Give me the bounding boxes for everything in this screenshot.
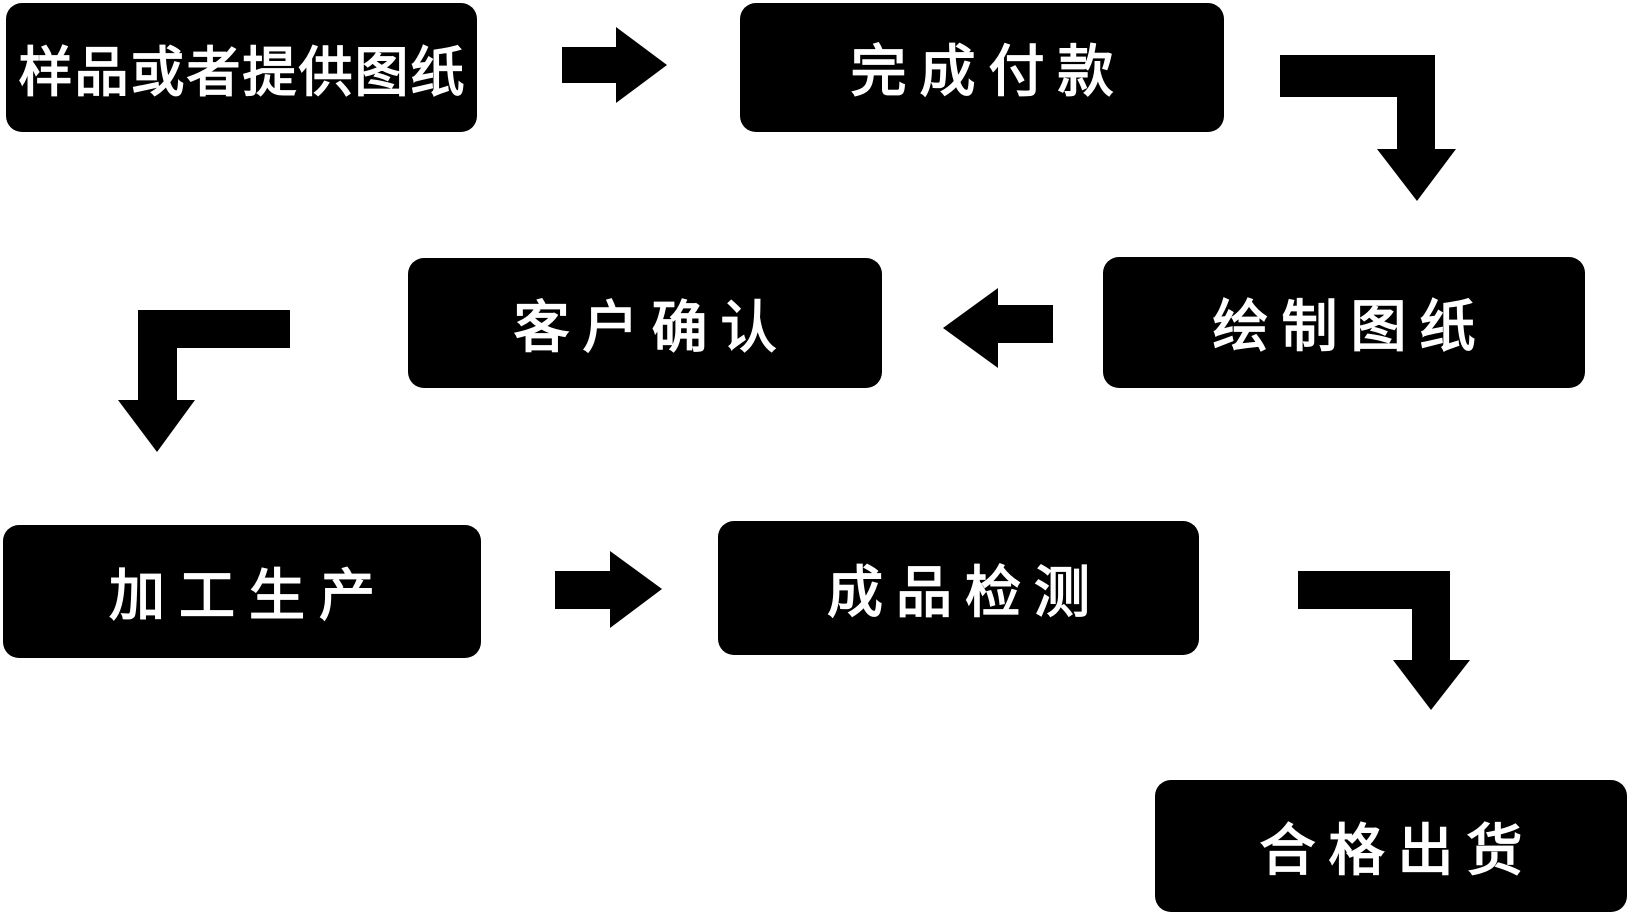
arrow-left-shape	[943, 288, 1053, 368]
arrow-elbow-shape	[1280, 55, 1456, 201]
node-shipment: 合格出货	[1155, 780, 1627, 912]
node-production: 加工生产	[3, 525, 481, 658]
node-draw-drawing: 绘制图纸	[1103, 257, 1585, 388]
arrow-elbow-shape	[1298, 571, 1470, 710]
arrow-elbow-shape	[118, 310, 290, 452]
node-customer-confirm: 客户确认	[408, 258, 882, 388]
node-sample-or-drawing: 样品或者提供图纸	[6, 3, 477, 132]
arrow-elbow-right-down-icon	[1280, 55, 1456, 201]
arrow-right-icon	[555, 551, 662, 628]
arrow-right-shape	[562, 27, 667, 103]
arrow-left-icon	[943, 288, 1053, 368]
node-payment: 完成付款	[740, 3, 1224, 132]
arrow-right-icon	[562, 27, 667, 103]
arrow-elbow-left-down-icon	[118, 310, 290, 452]
arrow-right-shape	[555, 551, 662, 628]
node-inspection: 成品检测	[718, 521, 1199, 655]
arrow-elbow-right-down-icon	[1298, 571, 1470, 710]
